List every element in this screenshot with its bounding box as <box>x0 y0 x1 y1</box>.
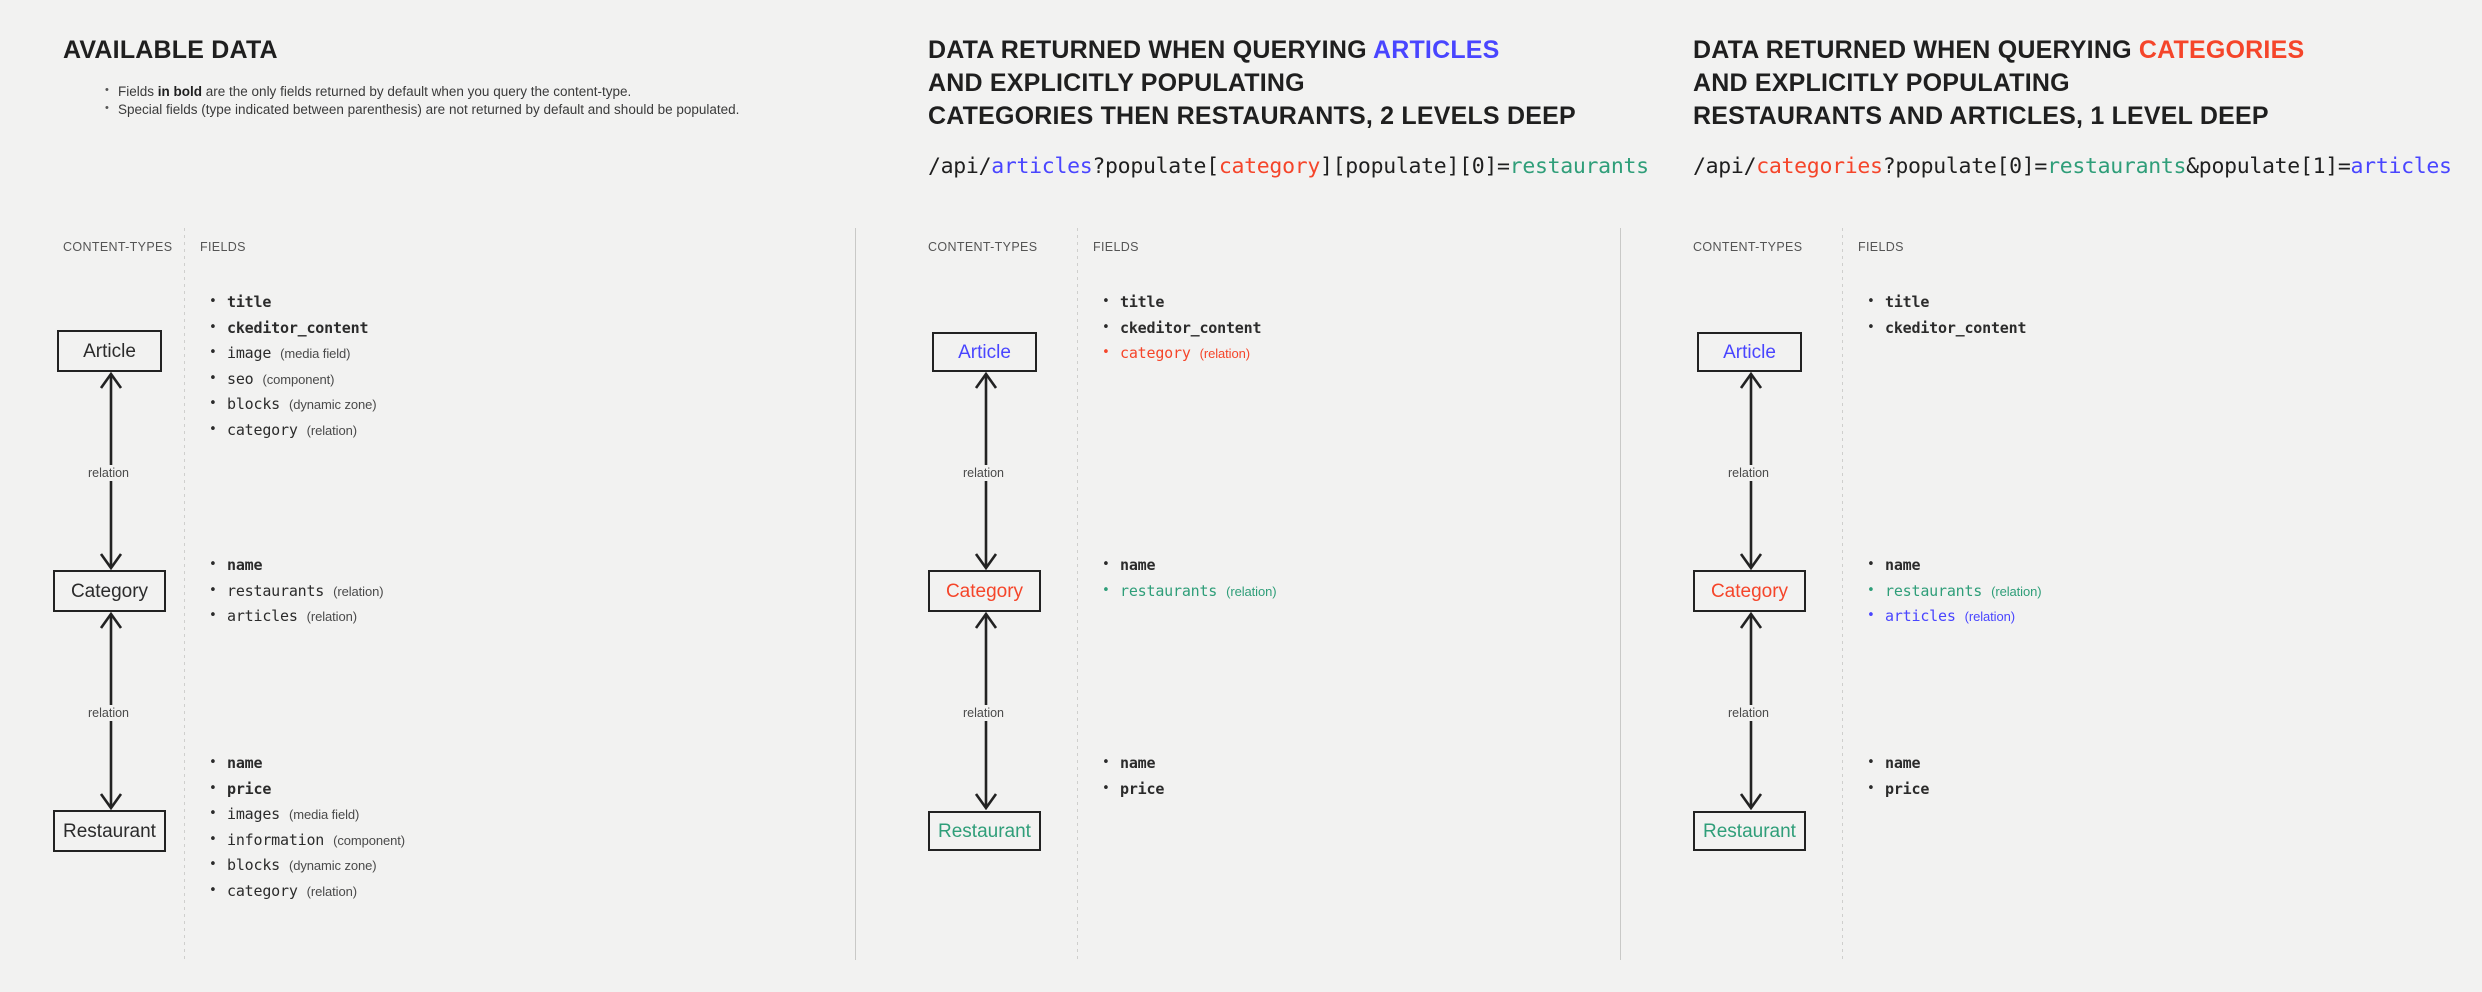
label-content-types: CONTENT-TYPES <box>63 240 173 254</box>
label-fields: FIELDS <box>200 240 246 254</box>
field-row: name <box>1863 552 2041 579</box>
panel-query-articles: DATA RETURNED WHEN QUERYING ARTICLES AND… <box>855 0 1649 992</box>
fields-category: name restaurants(relation) articles(rela… <box>205 552 384 630</box>
relation-label-2: relation <box>83 705 134 721</box>
field-row: name <box>1863 750 1929 777</box>
accent-articles: ARTICLES <box>1372 36 1500 64</box>
column-separator-2 <box>1620 228 1621 960</box>
panel-3-title-line2: AND EXPLICITLY POPULATING <box>1693 69 2070 97</box>
field-row: blocks(dynamic zone) <box>205 391 377 418</box>
field-row: articles(relation) <box>1863 603 2041 630</box>
field-row: restaurants(relation) <box>1098 578 1277 605</box>
fields-restaurant: name price images(media field) informati… <box>205 750 405 905</box>
field-row: information(component) <box>205 827 405 854</box>
field-row: title <box>205 289 376 316</box>
relation-label-2: relation <box>958 705 1009 721</box>
fields-category: name restaurants(relation) articles(rela… <box>1863 552 2042 630</box>
node-category[interactable]: Category <box>53 570 166 612</box>
node-article[interactable]: Article <box>1697 332 1802 372</box>
field-row: ckeditor_content <box>1098 315 1261 342</box>
field-row: category(relation) <box>1098 340 1261 367</box>
panel-2-title-line1: DATA RETURNED WHEN QUERYING ARTICLES <box>928 36 1500 64</box>
panel-2-header: DATA RETURNED WHEN QUERYING ARTICLES AND… <box>928 34 1928 133</box>
panel-2-title-line2: AND EXPLICITLY POPULATING <box>928 69 1305 97</box>
panel-1-header: AVAILABLE DATA Fields in bold are the on… <box>63 34 1063 132</box>
field-row: ckeditor_content <box>1863 315 2026 342</box>
panel-1-inner-divider <box>184 228 185 960</box>
label-content-types: CONTENT-TYPES <box>1693 240 1803 254</box>
field-row: image(media field) <box>205 340 376 367</box>
field-row: restaurants(relation) <box>1863 578 2042 605</box>
label-content-types: CONTENT-TYPES <box>928 240 1038 254</box>
node-restaurant[interactable]: Restaurant <box>53 810 166 852</box>
field-row: name <box>205 750 405 777</box>
fields-article: title ckeditor_content category(relation… <box>1098 289 1261 367</box>
field-row: price <box>205 776 405 803</box>
node-restaurant[interactable]: Restaurant <box>928 811 1041 851</box>
node-category[interactable]: Category <box>928 570 1041 612</box>
field-row: price <box>1098 776 1164 803</box>
panel-query-categories: DATA RETURNED WHEN QUERYING CATEGORIES A… <box>1620 0 2482 992</box>
panel-3-title-line1: DATA RETURNED WHEN QUERYING CATEGORIES <box>1693 36 2305 64</box>
panel-3-title-line3: RESTAURANTS AND ARTICLES, 1 LEVEL DEEP <box>1693 102 2269 130</box>
fields-article: title ckeditor_content <box>1863 289 2026 342</box>
node-article[interactable]: Article <box>932 332 1037 372</box>
column-separator-1 <box>855 228 856 960</box>
field-row: blocks(dynamic zone) <box>205 852 405 879</box>
accent-categories: CATEGORIES <box>2138 36 2305 64</box>
relation-label-1: relation <box>958 465 1009 481</box>
field-row: name <box>1098 750 1164 777</box>
panel-3-header: DATA RETURNED WHEN QUERYING CATEGORIES A… <box>1693 34 2482 133</box>
relation-label-2: relation <box>1723 705 1774 721</box>
panel-2-title-line3: CATEGORIES THEN RESTAURANTS, 2 LEVELS DE… <box>928 102 1576 130</box>
legend-note-bold: Fields in bold are the only fields retur… <box>103 82 1063 100</box>
fields-category: name restaurants(relation) <box>1098 552 1277 605</box>
field-row: name <box>1098 552 1276 579</box>
field-row: seo(component) <box>205 366 376 393</box>
api-url-categories: /api/categories?populate[0]=restaurants&… <box>1693 154 2452 179</box>
node-article[interactable]: Article <box>57 330 162 372</box>
field-row: images(media field) <box>205 801 405 828</box>
field-row: ckeditor_content <box>205 315 376 342</box>
panel-available-data: AVAILABLE DATA Fields in bold are the on… <box>0 0 855 992</box>
field-row: title <box>1863 289 2026 316</box>
panel-2-inner-divider <box>1077 228 1078 960</box>
legend-notes: Fields in bold are the only fields retur… <box>63 82 1063 118</box>
relation-label-1: relation <box>83 465 134 481</box>
api-url-articles: /api/articles?populate[category][populat… <box>928 154 1649 179</box>
field-row: articles(relation) <box>205 603 383 630</box>
fields-restaurant: name price <box>1098 750 1164 803</box>
field-row: category(relation) <box>205 878 405 905</box>
field-row: price <box>1863 776 1929 803</box>
label-fields: FIELDS <box>1093 240 1139 254</box>
relation-label-1: relation <box>1723 465 1774 481</box>
panel-3-inner-divider <box>1842 228 1843 960</box>
fields-article: title ckeditor_content image(media field… <box>205 289 377 444</box>
field-row: category(relation) <box>205 417 376 444</box>
fields-restaurant: name price <box>1863 750 1929 803</box>
field-row: title <box>1098 289 1261 316</box>
field-row: restaurants(relation) <box>205 578 384 605</box>
legend-note-special: Special fields (type indicated between p… <box>103 100 1063 118</box>
node-category[interactable]: Category <box>1693 570 1806 612</box>
field-row: name <box>205 552 383 579</box>
node-restaurant[interactable]: Restaurant <box>1693 811 1806 851</box>
page-title: AVAILABLE DATA <box>63 36 278 64</box>
label-fields: FIELDS <box>1858 240 1904 254</box>
